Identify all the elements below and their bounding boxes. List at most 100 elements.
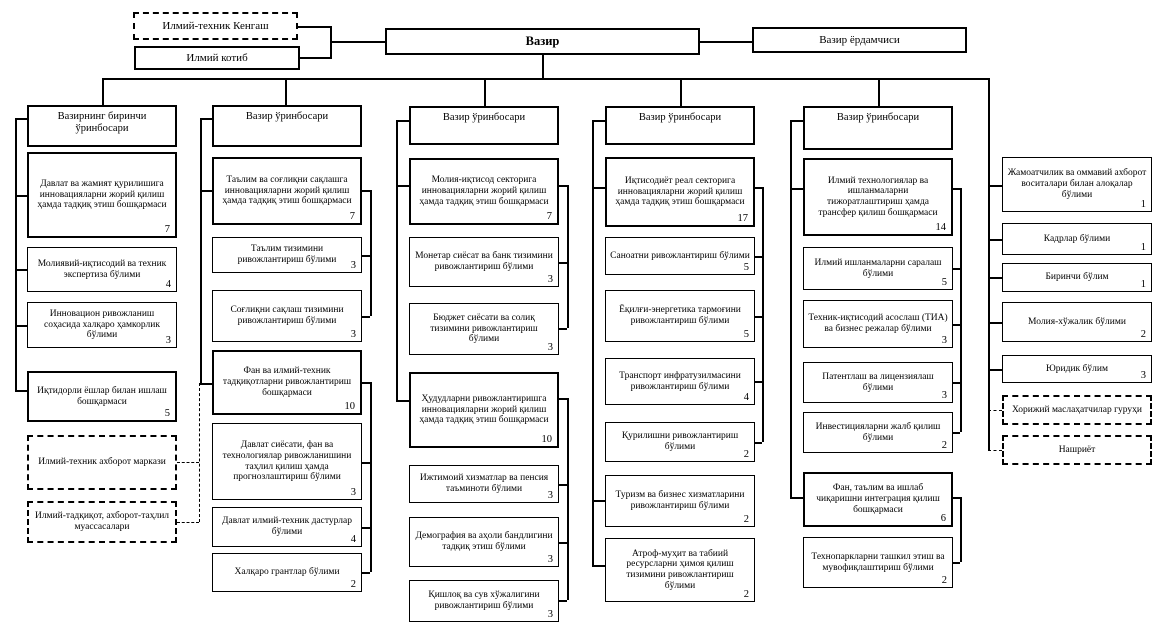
connector-line (755, 381, 762, 383)
staff-count: 2 (1140, 329, 1146, 341)
connector-line (396, 120, 398, 400)
org-unit-box: Ёқилғи-энергетика тармоғини ривожлантири… (605, 290, 755, 342)
staff-count: 3 (941, 390, 947, 402)
org-unit-box: Транспорт инфратузилмасини ривожлантириш… (605, 358, 755, 405)
minister-label: Вазир (525, 34, 560, 49)
staff-count: 1 (1140, 199, 1146, 211)
connector-line (102, 78, 988, 80)
staff-count: 7 (349, 211, 355, 223)
connector-line (177, 522, 199, 523)
staff-count: 4 (743, 392, 749, 404)
connector-line (988, 369, 1002, 371)
connector-line (790, 120, 803, 122)
org-unit-box: Қишлоқ ва сув хўжалигини ривожлантириш б… (409, 580, 559, 622)
org-unit-label: Атроф-муҳит ва табиий ресурсларни ҳимоя … (626, 548, 734, 591)
staff-count: 7 (164, 224, 170, 236)
connector-line (542, 55, 544, 78)
connector-line (988, 322, 1002, 324)
org-unit-box: Соғлиқни сақлаш тизимини ривожлантириш б… (212, 290, 362, 342)
org-unit-label: Ижтимоий хизматлар ва пенсия таъминоти б… (419, 473, 549, 494)
staff-count: 5 (941, 277, 947, 289)
connector-line (200, 118, 212, 120)
org-unit-label: Молия-иқтисод секторига инновацияларни ж… (419, 175, 549, 207)
org-unit-label: Юридик бўлим (1046, 363, 1108, 374)
org-unit-label: Иқтидорли ёшлар билан ишлаш бошқармаси (37, 385, 167, 407)
connector-line (790, 497, 803, 499)
org-unit-label: Таълим ва соғлиқни сақлашга инновациялар… (222, 174, 352, 207)
connector-line (700, 41, 752, 43)
connector-line (559, 328, 567, 330)
connector-line (370, 190, 372, 316)
org-unit-box: Илмий-техник ахборот маркази (27, 435, 177, 490)
connector-line (200, 190, 212, 192)
org-unit-label: Илмий-техник ахборот маркази (38, 457, 166, 468)
connector-line (15, 325, 27, 327)
connector-line (988, 185, 1002, 187)
org-unit-label: Саноатни ривожлантириш бўлими (610, 250, 750, 261)
connector-line (567, 398, 569, 600)
org-unit-label: Фан, таълим ва ишлаб чиқаришни интеграци… (816, 483, 940, 515)
connector-line (960, 188, 962, 432)
org-unit-label: Молиявий-иқтисодий ва техник экспертиза … (37, 258, 167, 280)
org-unit-box: Туризм ва бизнес хизматларини ривожланти… (605, 475, 755, 527)
org-unit-label: Таълим тизимини ривожлантириш бўлими (237, 244, 337, 265)
secretary-label: Илмий котиб (186, 51, 248, 64)
deputy-header-box: Вазир ўринбосари (409, 106, 559, 145)
staff-count: 5 (743, 329, 749, 341)
org-unit-label: Нашриёт (1058, 444, 1096, 455)
staff-count: 6 (940, 513, 946, 525)
staff-count: 3 (547, 342, 553, 354)
org-unit-label: Давлат илмий-техник дастурлар бўлими (222, 516, 352, 537)
org-unit-label: Давлат сиёсати, фан ва технологиялар рив… (222, 440, 352, 483)
org-unit-box: Молия-иқтисод секторига инновацияларни ж… (409, 158, 559, 225)
deputy-header-label: Вазир ўринбосари (836, 112, 920, 123)
connector-line (300, 57, 330, 59)
org-unit-label: Фан ва илмий-техник тадқиқотларни ривожл… (222, 366, 352, 398)
org-unit-label: Демография ва аҳоли бандлигини тадқиқ эт… (415, 531, 553, 552)
org-unit-box: Илмий-тадқиқот, ахборот-таҳлил муассасал… (27, 501, 177, 543)
connector-line (988, 410, 1002, 411)
connector-line (878, 78, 880, 106)
deputy-header-label: Вазирнинг биринчи ўринбосари (57, 111, 147, 134)
connector-line (362, 462, 370, 464)
connector-line (559, 600, 567, 602)
connector-line (790, 120, 792, 497)
connector-line (200, 383, 212, 385)
connector-line (988, 239, 1002, 241)
connector-line (199, 383, 200, 522)
staff-count: 5 (164, 408, 170, 420)
connector-line (298, 26, 330, 28)
connector-line (200, 118, 202, 383)
deputy-header-label: Вазир ўринбосари (442, 112, 526, 123)
staff-count: 5 (743, 262, 749, 274)
org-unit-label: Бюджет сиёсати ва солиқ тизимини ривожла… (430, 312, 538, 345)
org-unit-label: Кадрлар бўлими (1043, 233, 1111, 244)
connector-line (953, 382, 960, 384)
org-unit-box: Молиявий-иқтисодий ва техник экспертиза … (27, 247, 177, 292)
org-unit-label: Ёқилғи-энергетика тармоғини ривожлантири… (619, 305, 741, 326)
org-unit-label: Биринчи бўлим (1045, 272, 1109, 283)
connector-line (362, 572, 370, 574)
org-unit-box: Инновацион ривожланиш соҳасида халқаро ҳ… (27, 302, 177, 348)
connector-line (362, 255, 370, 257)
staff-count: 1 (1140, 242, 1146, 254)
org-unit-box: Кадрлар бўлими 1 (1002, 223, 1152, 255)
org-unit-box: Фан, таълим ва ишлаб чиқаришни интеграци… (803, 472, 953, 527)
connector-line (592, 187, 605, 189)
connector-line (680, 78, 682, 106)
org-unit-label: Ҳудудларни ривожлантиришга инновацияларн… (419, 393, 549, 426)
org-unit-label: Илмий-тадқиқот, ахборот-таҳлил муассасал… (34, 511, 170, 532)
org-unit-box: Илмий технологиялар ва ишланмаларни тижо… (803, 158, 953, 236)
connector-line (559, 398, 567, 400)
connector-line (15, 269, 27, 271)
connector-line (396, 120, 409, 122)
staff-count: 2 (743, 449, 749, 461)
org-unit-box: Жамоатчилик ва оммавий ахборот воситалар… (1002, 157, 1152, 212)
connector-line (953, 324, 960, 326)
